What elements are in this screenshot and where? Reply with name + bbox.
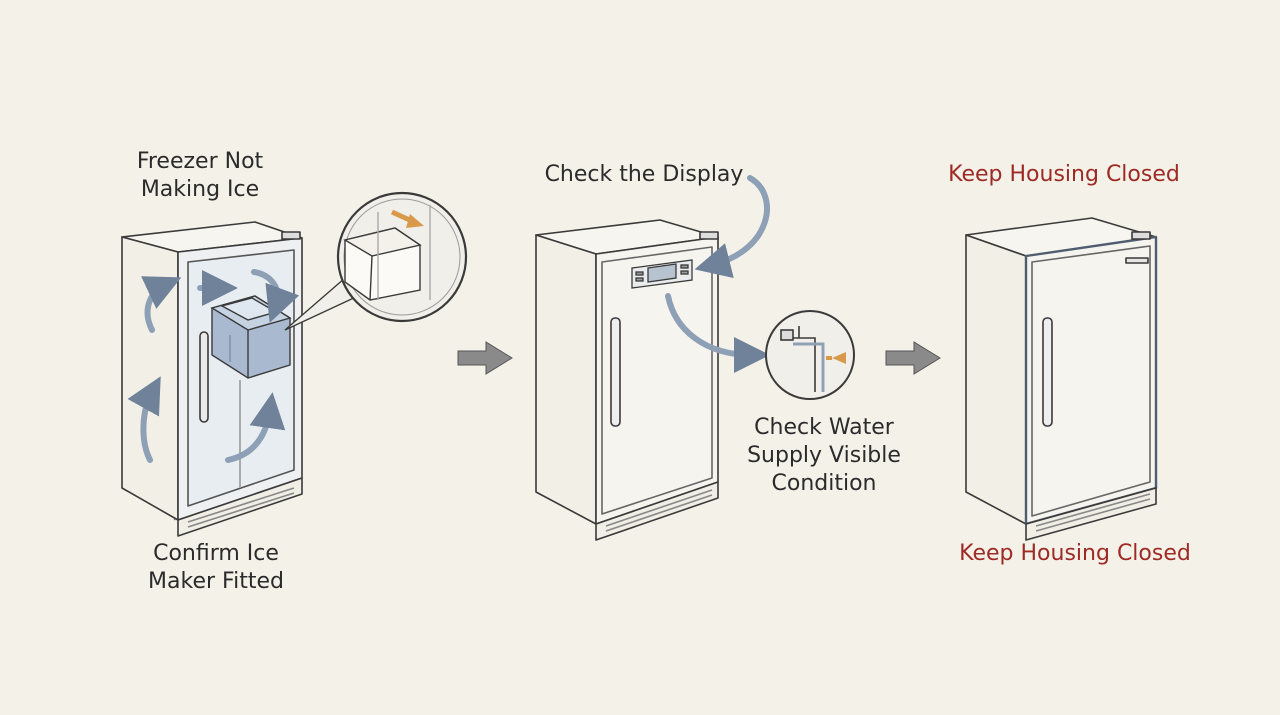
step2-top-label: Check the Display	[545, 161, 744, 189]
airflow-arrows	[127, 269, 300, 463]
step1-bottom-label: Confirm Ice Maker Fitted	[148, 540, 284, 596]
step3-top-line1: Keep Housing Closed	[948, 162, 1180, 187]
step2-bottom-label: Check Water Supply Visible Condition	[747, 414, 901, 498]
water-valve-zoom-icon	[765, 310, 855, 400]
ice-bin-zoom-icon	[284, 191, 468, 331]
step3-top-label: Keep Housing Closed	[948, 161, 1180, 189]
display-panel-icon	[631, 259, 693, 289]
step1-bottom-line2: Maker Fitted	[148, 569, 284, 594]
step3-bottom-line1: Keep Housing Closed	[959, 541, 1191, 566]
step1-top-line2: Making Ice	[140, 177, 260, 202]
step1-top-label: Freezer Not Making Ice	[137, 148, 263, 204]
freezer-sealed-icon	[965, 217, 1158, 541]
freezer-open-icon	[121, 221, 303, 537]
step2-bottom-line1: Check Water	[754, 415, 894, 440]
step2-bottom-line3: Condition	[771, 471, 877, 496]
display-callout-arrows	[665, 175, 770, 373]
step1-bottom-line1: Confirm Ice	[153, 541, 279, 566]
step3-bottom-label: Keep Housing Closed	[959, 540, 1191, 568]
freezer-closed-icon	[535, 219, 719, 541]
step-arrow-icon	[885, 341, 941, 375]
step-arrow-icon	[457, 341, 513, 375]
step2-bottom-line2: Supply Visible	[747, 443, 901, 468]
step1-top-line1: Freezer Not	[136, 149, 264, 174]
step2-top-line1: Check the Display	[544, 162, 744, 187]
